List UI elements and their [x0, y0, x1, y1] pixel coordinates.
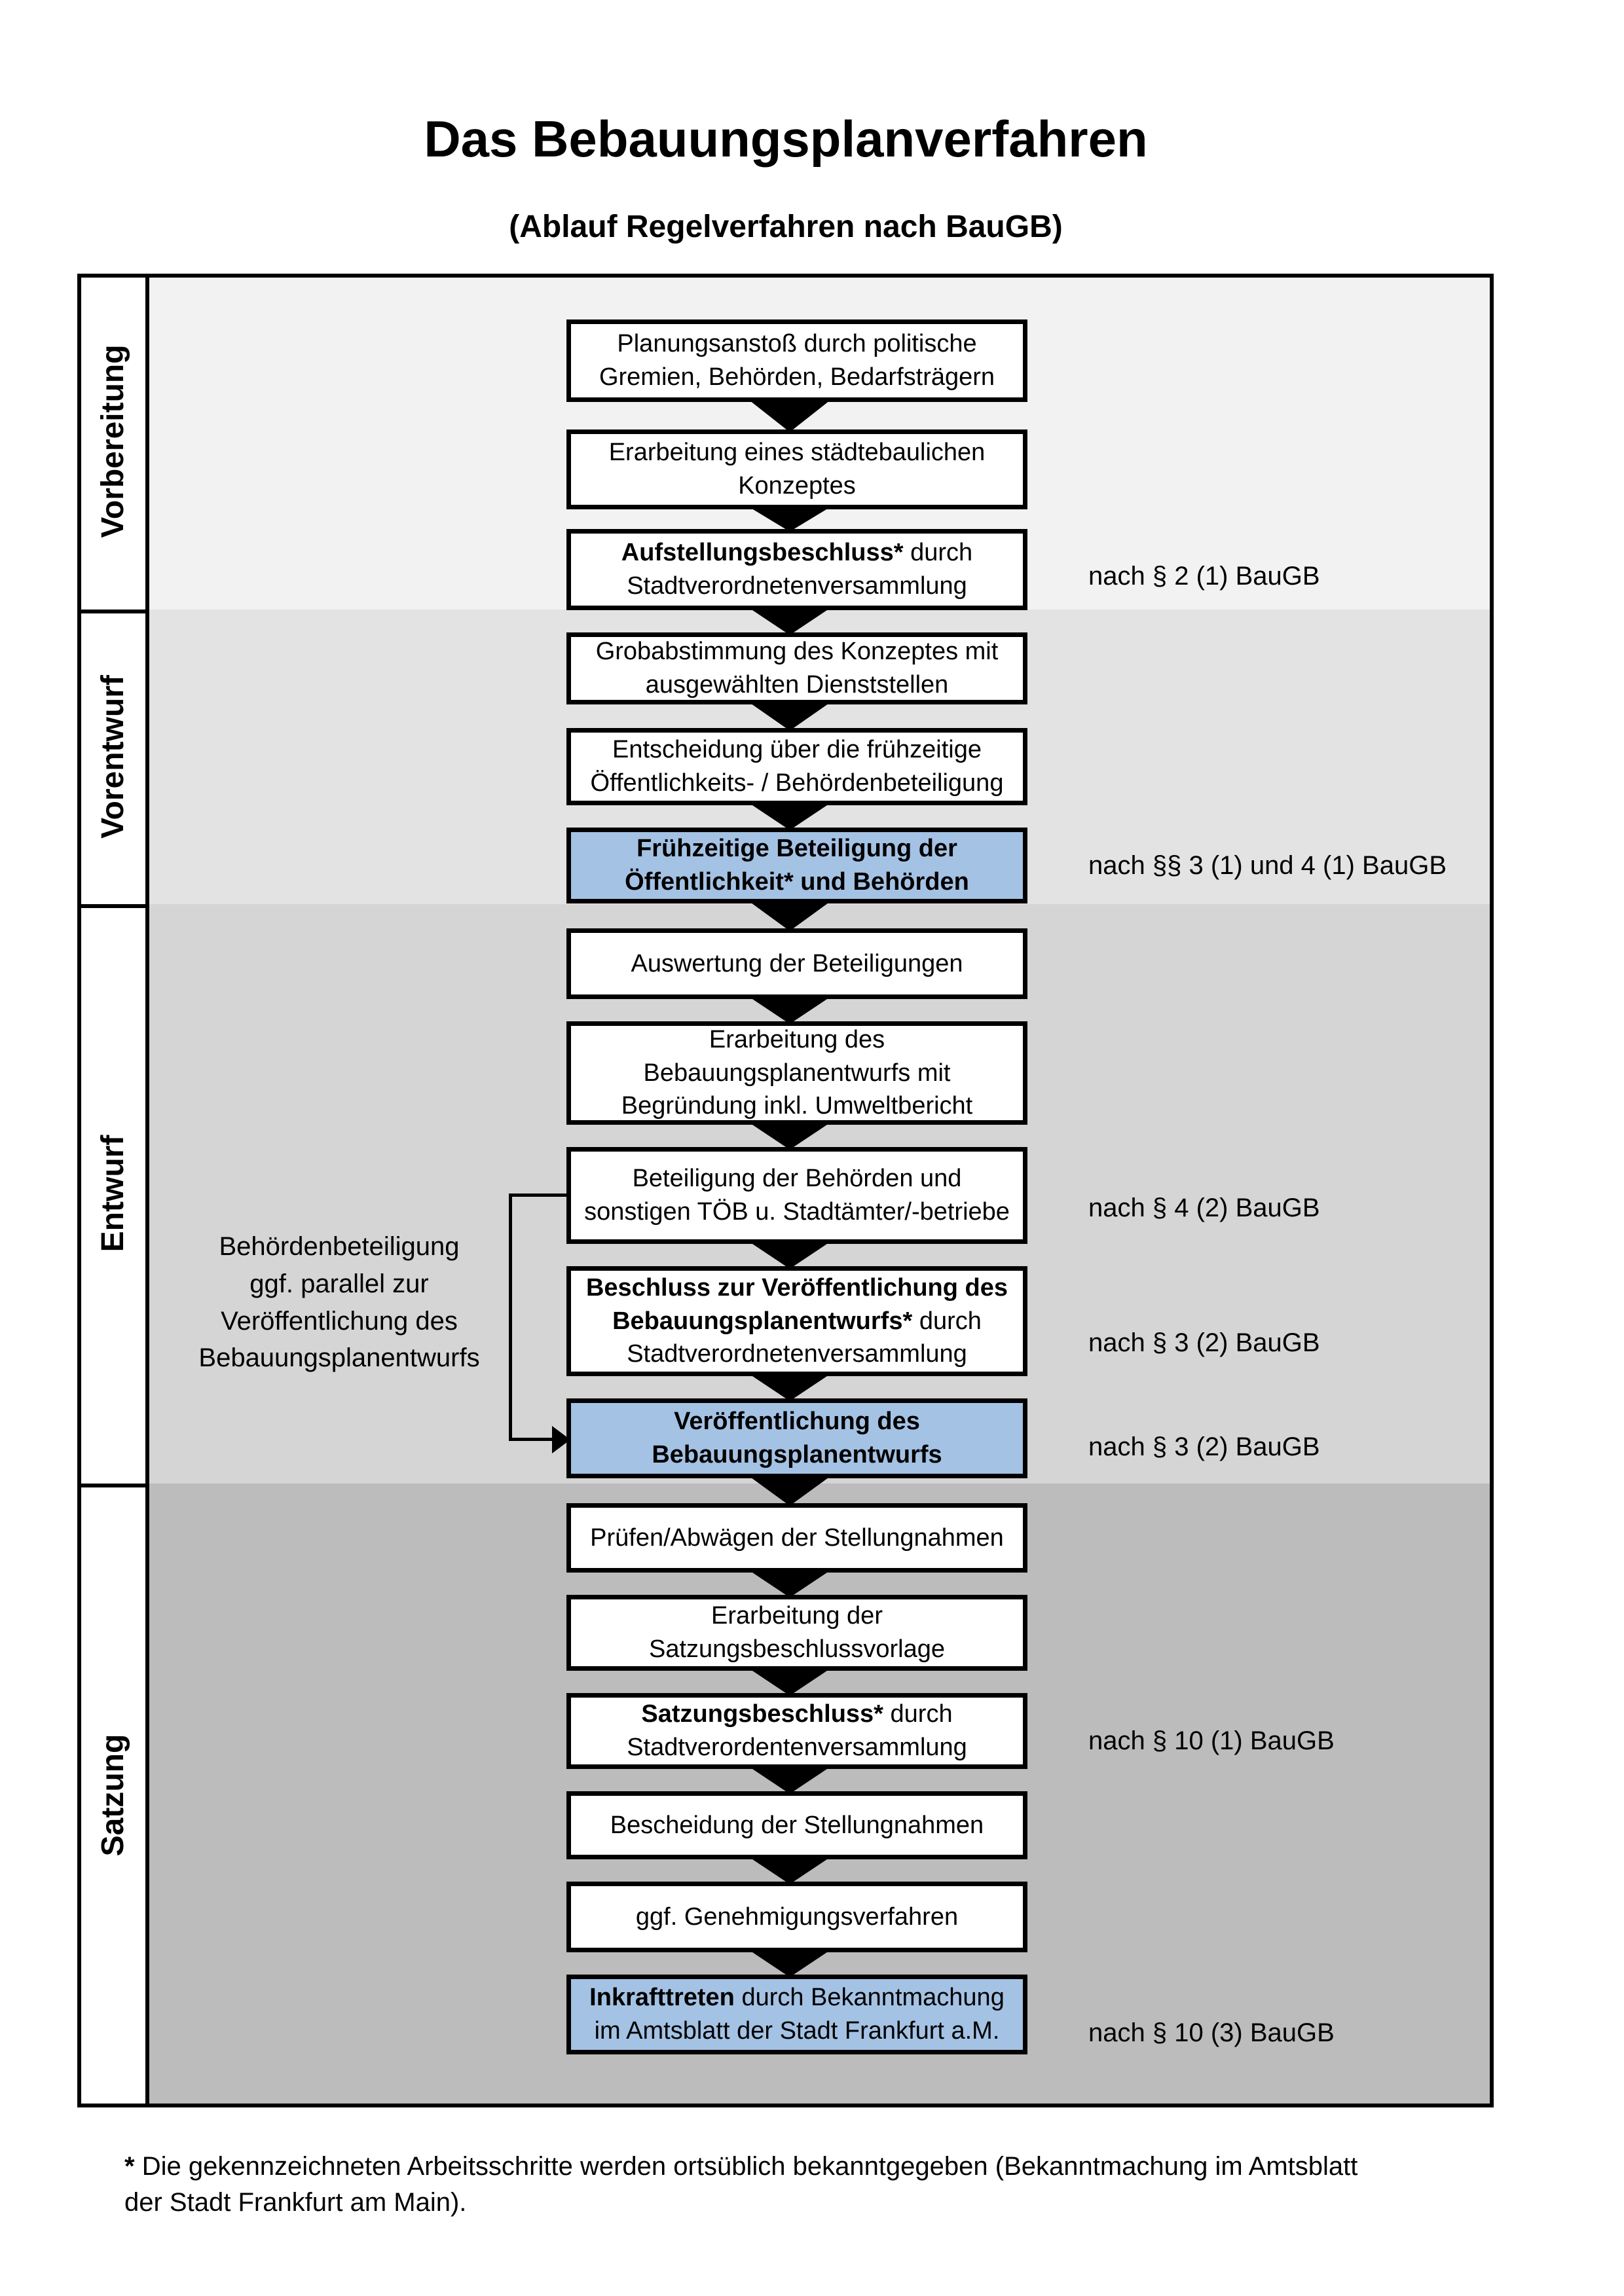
flow-arrow-down-icon: [747, 398, 833, 432]
flow-arrow-down-icon: [747, 900, 833, 931]
diagram-frame: [77, 274, 1494, 2107]
page-title: Das Bebauungsplanverfahren: [424, 110, 1148, 168]
legal-reference: nach § 3 (2) BauGB: [1088, 1432, 1320, 1461]
legal-reference: nach § 2 (1) BauGB: [1088, 562, 1320, 591]
flow-arrow-down-icon: [747, 1240, 833, 1269]
parallel-connector-line: [509, 1438, 553, 1441]
legal-reference: nach § 10 (3) BauGB: [1088, 2018, 1335, 2047]
parallel-connector-line: [509, 1194, 568, 1197]
parallel-connector-line: [509, 1194, 512, 1440]
section-divider: [81, 1484, 149, 1487]
legal-reference: nach § 4 (2) BauGB: [1088, 1194, 1320, 1222]
section-divider: [81, 904, 149, 908]
section-divider: [81, 610, 149, 613]
legal-reference: nach § 3 (2) BauGB: [1088, 1328, 1320, 1357]
legal-reference: nach § 10 (1) BauGB: [1088, 1726, 1335, 1755]
parallel-note: Behördenbeteiligung ggf. parallel zur Ve…: [162, 1228, 516, 1377]
label-column-divider: [145, 278, 149, 2104]
footnote-asterisk: *: [124, 2152, 135, 2181]
flow-arrow-down-icon: [747, 1765, 833, 1794]
page-subtitle: (Ablauf Regelverfahren nach BauGB): [509, 210, 1063, 244]
flow-step: ggf. Genehmigungsverfahren: [566, 1882, 1027, 1952]
footnote-text: Die gekennzeichneten Arbeitsschritte wer…: [124, 2152, 1358, 2217]
flow-arrow-down-icon: [747, 1121, 833, 1150]
parallel-note-line: Behördenbeteiligung: [219, 1232, 460, 1261]
flow-arrow-down-icon: [747, 1569, 833, 1597]
flow-arrow-down-icon: [747, 801, 833, 830]
flow-step: Bescheidung der Stellungnahmen: [566, 1791, 1027, 1859]
flow-arrow-down-icon: [747, 995, 833, 1024]
flow-arrow-down-icon: [747, 1372, 833, 1401]
flow-step: Auswertung der Beteiligungen: [566, 928, 1027, 999]
footnote: * Die gekennzeichneten Arbeitsschritte w…: [124, 2149, 1398, 2221]
flow-arrow-down-icon: [747, 1855, 833, 1884]
flow-arrow-down-icon: [747, 505, 833, 532]
flow-arrow-down-icon: [747, 606, 833, 635]
parallel-note-line: Bebauungsplanentwurfs: [198, 1343, 480, 1373]
flow-arrow-down-icon: [747, 1474, 833, 1506]
flow-arrow-down-icon: [747, 1948, 833, 1977]
flow-arrow-down-icon: [747, 1667, 833, 1696]
legal-reference: nach §§ 3 (1) und 4 (1) BauGB: [1088, 851, 1447, 880]
parallel-note-line: ggf. parallel zur: [249, 1269, 429, 1298]
parallel-note-line: Veröffentlichung des: [221, 1306, 458, 1336]
flow-arrow-down-icon: [747, 701, 833, 731]
flow-step: Prüfen/Abwägen der Stellungnahmen: [566, 1503, 1027, 1573]
